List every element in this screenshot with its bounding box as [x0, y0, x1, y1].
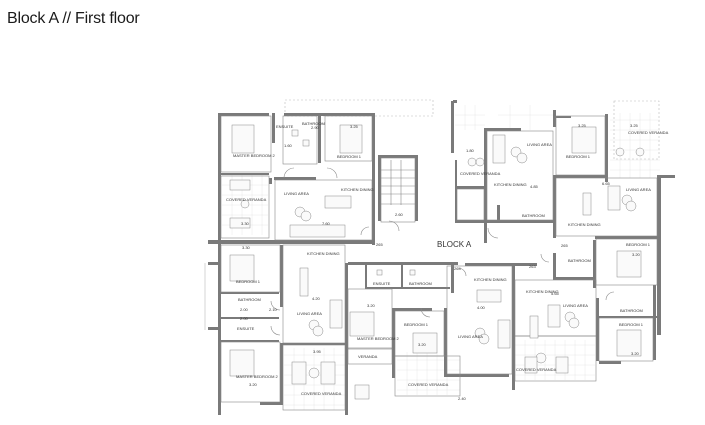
dimension: 1.80	[466, 148, 475, 153]
room-label: BEDROOM 1	[404, 322, 429, 327]
dimension: 2.00	[240, 316, 249, 321]
room-label: BATHROOM	[302, 121, 325, 126]
room-label: COVERED VERANDA	[226, 197, 267, 202]
room-label: COVERED VERANDA	[301, 391, 342, 396]
dimension: 2.60	[395, 212, 404, 217]
room-label: BATHROOM	[238, 297, 261, 302]
door-swings	[270, 167, 615, 336]
room-label: BEDROOM 1	[566, 154, 591, 159]
dimension: 2.90	[311, 125, 320, 130]
dimension: 264	[454, 266, 461, 271]
room-label: COVERED VERANDA	[408, 382, 449, 387]
room-label: VERANDA	[358, 354, 378, 359]
room-label: BATHROOM	[620, 308, 643, 313]
room-label: BEDROOM 1	[626, 242, 651, 247]
room-label: KITCHEN DINING	[526, 289, 559, 294]
dimension: 4.85	[530, 184, 539, 189]
room-label: KITCHEN DINING	[474, 277, 507, 282]
dimension: 3.30	[242, 245, 251, 250]
room-label: MASTER BEDROOM 2	[357, 336, 400, 341]
room-label: COVERED VERANDA	[628, 130, 669, 135]
room-label: KITCHEN DINING	[494, 182, 527, 187]
dimension: 3.30	[241, 221, 250, 226]
dimension: 3.25	[630, 123, 639, 128]
dimension: 4.20	[312, 296, 321, 301]
dimension: 2.00	[240, 307, 249, 312]
furniture	[229, 124, 645, 400]
walls	[208, 100, 675, 415]
dimension: 7.60	[322, 221, 331, 226]
dimension-labels: 2.90 3.25 1.60 3.30 7.60 2.60 3.25 3.25 …	[240, 123, 641, 401]
room-labels: MASTER BEDROOM 2 ENSUITE BATHROOM BEDROO…	[226, 121, 669, 396]
dimension: 265	[561, 243, 568, 248]
dimension: 5.65	[551, 291, 560, 296]
room-label: MASTER BEDROOM 2	[236, 374, 279, 379]
room-label: LIVING AREA	[563, 303, 588, 308]
dimension: 4.00	[477, 305, 486, 310]
room-label: BEDROOM 1	[619, 322, 644, 327]
room-label: ENSUITE	[373, 281, 391, 286]
room-label: KITCHEN DINING	[341, 187, 374, 192]
dimension: 265	[376, 242, 383, 247]
room-label: ENSUITE	[237, 326, 255, 331]
room-label: BATHROOM	[522, 213, 545, 218]
room-label: BATHROOM	[409, 281, 432, 286]
room-label: BATHROOM	[568, 258, 591, 263]
room-label: ENSUITE	[276, 124, 294, 129]
room-label: MASTER BEDROOM 2	[233, 153, 276, 158]
dimension: 3.25	[350, 124, 359, 129]
room-label: LIVING AREA	[626, 187, 651, 192]
block-label: BLOCK A	[437, 240, 472, 249]
room-label: LIVING AREA	[527, 142, 552, 147]
room-label: COVERED VERANDA	[516, 367, 557, 372]
room-label: LIVING AREA	[458, 334, 483, 339]
dimension: 3.20	[418, 342, 427, 347]
dimension: 3.95	[313, 349, 322, 354]
dimension: 6.65	[602, 181, 611, 186]
interior-lines	[220, 115, 658, 411]
dimension: 2.40	[458, 396, 467, 401]
room-label: LIVING AREA	[297, 311, 322, 316]
room-label: KITCHEN DINING	[568, 222, 601, 227]
room-label: BEDROOM 1	[337, 154, 362, 159]
page-title: Block A // First floor	[7, 10, 140, 27]
dimension: 3.20	[631, 351, 640, 356]
dimension: 263	[529, 264, 536, 269]
room-label: COVERED VERANDA	[460, 171, 501, 176]
dimension: 2.10	[269, 307, 278, 312]
dimension: 1.60	[284, 143, 293, 148]
dimension: 3.20	[632, 252, 641, 257]
room-label: BEDROOM 1	[236, 279, 261, 284]
dimension: 3.20	[367, 303, 376, 308]
room-label: LIVING AREA	[284, 191, 309, 196]
dimension: 3.25	[578, 123, 587, 128]
dimension: 3.20	[249, 382, 258, 387]
room-label: KITCHEN DINING	[307, 251, 340, 256]
